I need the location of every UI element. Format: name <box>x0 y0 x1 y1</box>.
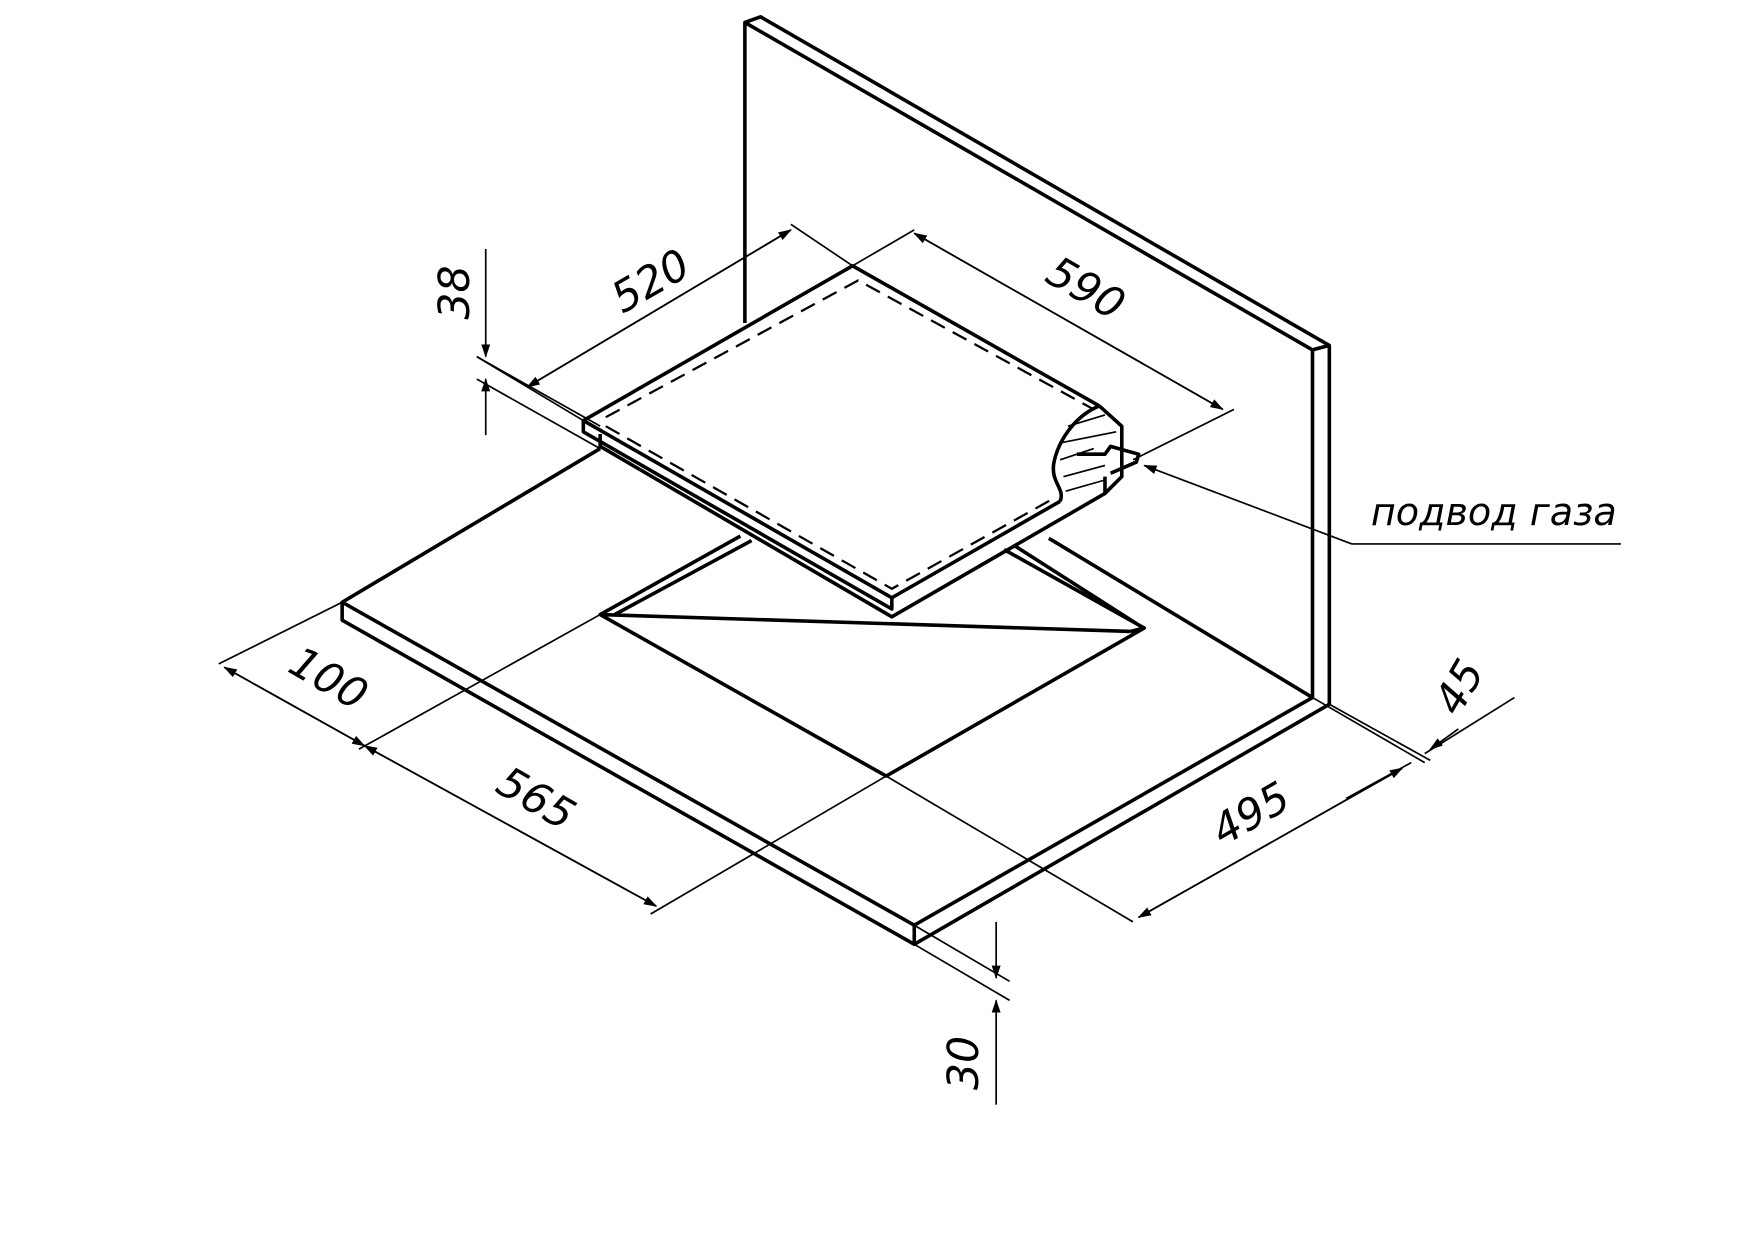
dim-hob-depth: 520 <box>603 240 698 324</box>
dim-front-offset: 100 <box>281 637 376 721</box>
hob <box>581 263 1141 619</box>
gas-supply-label: подвод газа <box>1371 490 1617 534</box>
dim-cutout-width: 565 <box>488 757 583 841</box>
back-wall <box>743 15 1332 705</box>
countertop <box>340 447 1331 947</box>
dim-back-offset: 45 <box>1425 651 1495 723</box>
dim-countertop-thickness: 30 <box>939 1036 989 1090</box>
dim-hob-width: 590 <box>1038 247 1133 331</box>
countertop-cutout <box>598 534 1147 778</box>
dim-hob-height: 38 <box>430 265 480 319</box>
dimension-lines <box>218 223 1621 1105</box>
dim-cutout-depth: 495 <box>1203 772 1298 856</box>
